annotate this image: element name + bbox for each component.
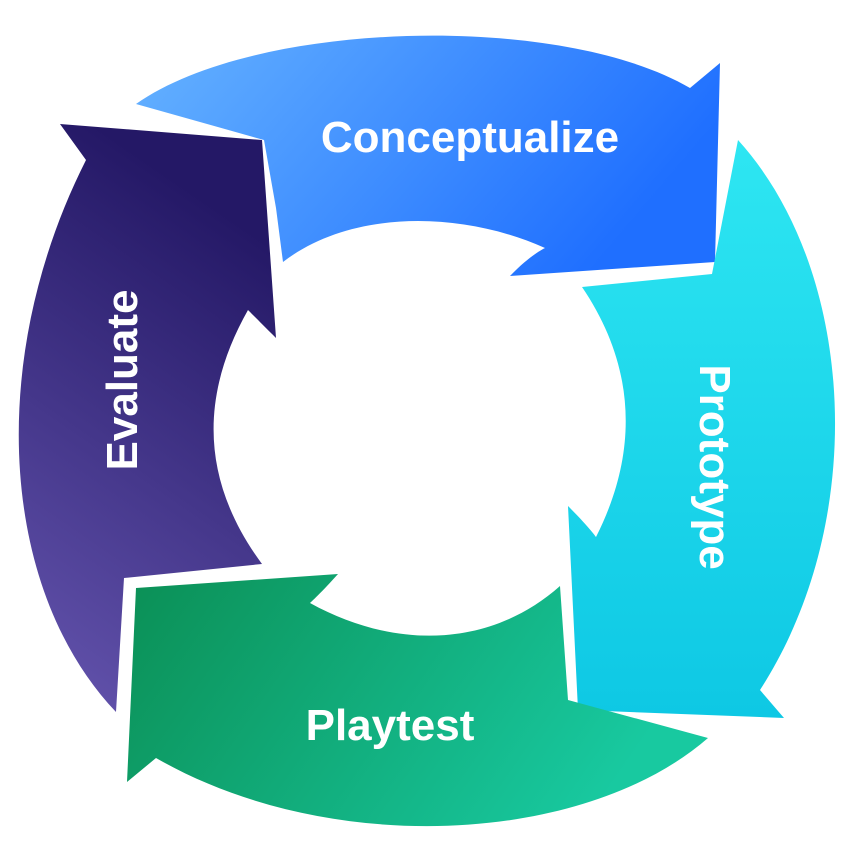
evaluate-arrow (18, 124, 276, 712)
playtest-label: Playtest (306, 701, 475, 750)
playtest-arrow (127, 574, 708, 827)
conceptualize-label: Conceptualize (321, 113, 619, 162)
prototype-arrow (568, 140, 836, 718)
evaluate-label: Evaluate (98, 290, 147, 471)
prototype-label: Prototype (690, 364, 739, 569)
conceptualize-arrow (136, 35, 720, 276)
